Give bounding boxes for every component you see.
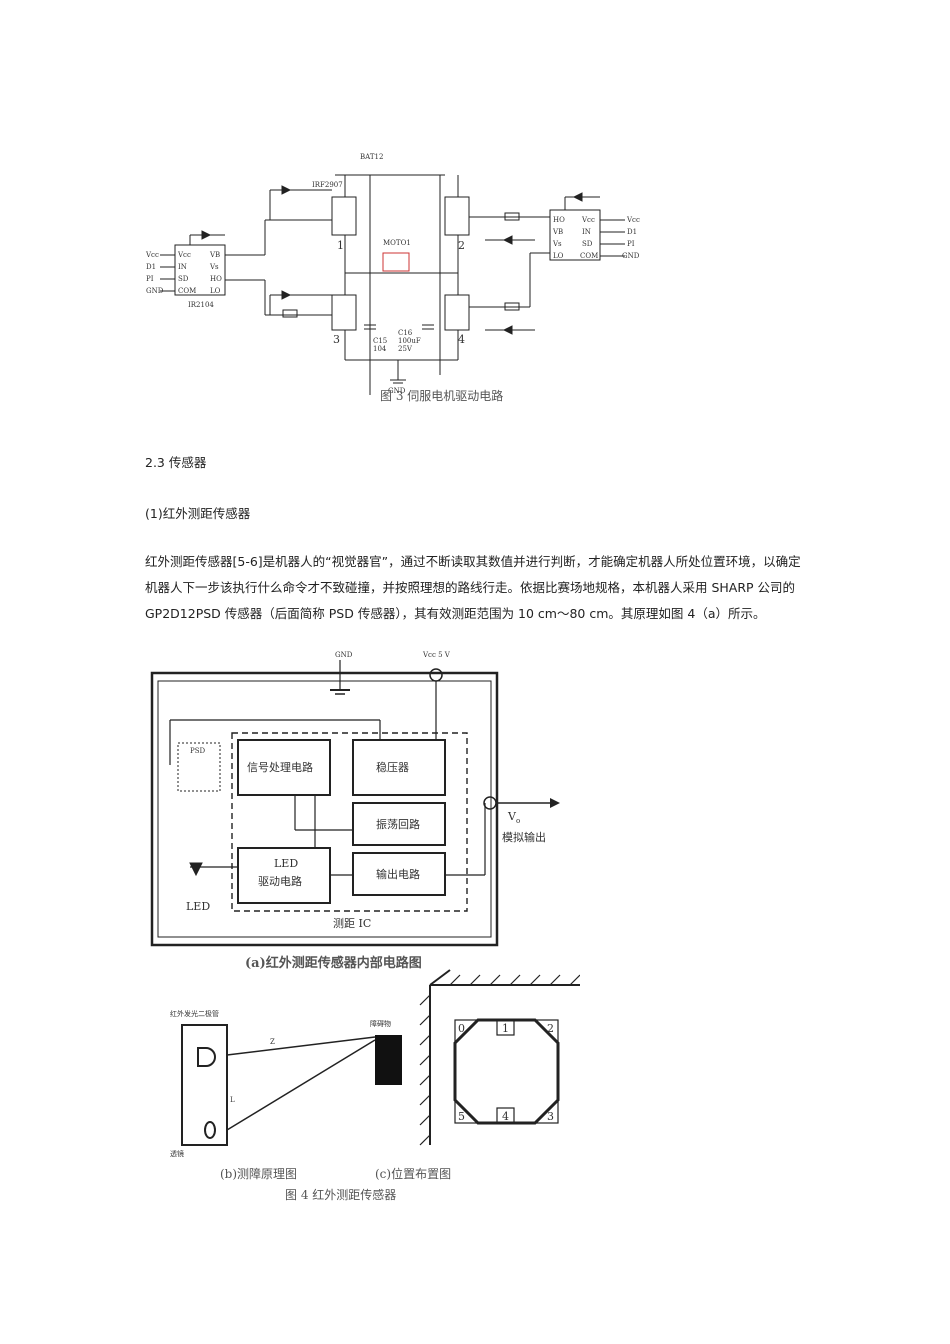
- fig3-pin-vcc-right: Vcc: [581, 216, 595, 224]
- fig3-pin-in-right: IN: [582, 228, 591, 236]
- obstacle-block: [375, 1035, 402, 1085]
- fig4b-z: Z: [270, 1038, 275, 1046]
- fig4a-ic-label: 测距 IC: [333, 917, 371, 930]
- fig4a-analog-out: 模拟输出: [502, 830, 546, 844]
- fig3-caption: 图 3 伺服电机驱动电路: [380, 388, 503, 403]
- fig4b-obstacle: 障碍物: [370, 1019, 391, 1028]
- fig4c-n0: 0: [458, 1022, 465, 1035]
- fig3-c15-label: C15: [373, 337, 387, 345]
- figure-3-motor-driver-circuit: BAT12 IRF2907 MOTO1 GND IR2104 C15 104 C…: [145, 153, 640, 403]
- fig4b-l: L: [230, 1096, 235, 1104]
- fig4a-led-driver-line2: 驱动电路: [258, 875, 302, 888]
- fig4a-vo-main: V: [507, 810, 517, 823]
- fig4c-caption: (c)位置布置图: [375, 1166, 451, 1181]
- fig4c-n4: 4: [502, 1110, 509, 1123]
- fig3-bat-label: BAT12: [360, 153, 383, 161]
- fig3-motor-label: MOTO1: [383, 239, 411, 247]
- figure-4bc-principle-and-layout: 红外发光二极管 障碍物 透镜 Z L 0 1 2 3 4 5 (b)测障原理图 …: [170, 969, 580, 1202]
- fig3-pin-com-right: COM: [580, 252, 598, 260]
- fig3-ground-label: GND: [388, 387, 406, 395]
- fig3-chip-left-label: IR2104: [188, 301, 214, 309]
- fig4a-signal-block: 信号处理电路: [247, 761, 313, 774]
- fig3-vcc-right: Vcc: [626, 216, 640, 224]
- fig3-pin-vb-right: VB: [552, 228, 563, 236]
- fig4a-vcc: Vcc 5 V: [422, 651, 451, 659]
- body-paragraph: 红外测距传感器[5-6]是机器人的“视觉器官”，通过不断读取其数值并进行判断，才…: [145, 554, 801, 621]
- fig3-pin-lo-left: LO: [210, 287, 221, 295]
- fig4a-psd: PSD: [190, 747, 206, 755]
- fig3-pin-vcc-left: Vcc: [177, 251, 191, 259]
- fig3-q4-label: 4: [458, 333, 465, 346]
- fig4a-vo-label: Vo: [507, 810, 520, 825]
- fig4b-caption: (b)测障原理图: [220, 1166, 297, 1181]
- fig3-pi-right: PI: [627, 240, 635, 248]
- fig3-pin-sd-right: SD: [582, 240, 593, 248]
- fig4b-emitter: 红外发光二极管: [170, 1009, 219, 1018]
- fig3-pin-vb-left: VB: [209, 251, 220, 259]
- fig4c-n5: 5: [458, 1110, 465, 1123]
- figure-4a-internal-circuit: GND Vcc 5 V PSD 信号处理电路 稳压器 振荡回路 LED 驱动电路…: [150, 651, 560, 971]
- fig3-q2-label: 2: [458, 239, 465, 252]
- fig4b-lens: 透镜: [170, 1149, 184, 1158]
- fig4a-gnd: GND: [335, 651, 353, 659]
- fig3-pin-lo-right: LO: [553, 252, 564, 260]
- fig4c-n1: 1: [502, 1022, 509, 1035]
- fig3-c16-label: C16: [398, 329, 413, 337]
- fig3-pin-com-left: COM: [178, 287, 196, 295]
- fig4a-caption: (a)红外测距传感器内部电路图: [245, 955, 422, 971]
- fig4c-n3: 3: [547, 1110, 554, 1123]
- fig3-pin-ho-right: HO: [553, 216, 565, 224]
- fig4c-n2: 2: [547, 1022, 554, 1035]
- fig4a-led-label: LED: [186, 900, 210, 913]
- fig3-mosfet-label: IRF2907: [312, 181, 343, 189]
- fig3-pin-sd-left: SD: [178, 275, 189, 283]
- fig3-q1-label: 1: [337, 239, 344, 252]
- fig3-c16-value: 100uF: [398, 337, 421, 345]
- fig4a-led-driver-line1: LED: [274, 857, 298, 870]
- fig3-gnd-right: GND: [622, 252, 640, 260]
- fig4a-output-block: 输出电路: [376, 867, 420, 881]
- fig3-pin-vs-left: Vs: [209, 263, 219, 271]
- fig3-gnd-left: GND: [146, 287, 164, 295]
- fig3-vcc-left: Vcc: [145, 251, 159, 259]
- fig4a-vo-sub: o: [516, 817, 520, 825]
- fig4a-oscillator-block: 振荡回路: [376, 817, 420, 831]
- section-title: 2.3 传感器: [145, 455, 207, 470]
- fig3-pi-left: PI: [146, 275, 154, 283]
- fig4-caption: 图 4 红外测距传感器: [285, 1187, 396, 1202]
- fig3-c15-value: 104: [373, 345, 387, 353]
- fig3-pin-in-left: IN: [178, 263, 187, 271]
- fig3-pin-vs-right: Vs: [552, 240, 562, 248]
- fig4a-regulator-block: 稳压器: [376, 760, 409, 774]
- fig3-pin-ho-left: HO: [210, 275, 222, 283]
- fig3-d1-left: D1: [146, 263, 156, 271]
- fig3-d1-right: D1: [627, 228, 637, 236]
- fig3-c16-voltage: 25V: [398, 345, 413, 353]
- fig3-q3-label: 3: [333, 333, 340, 346]
- subsection-title: (1)红外测距传感器: [145, 506, 251, 521]
